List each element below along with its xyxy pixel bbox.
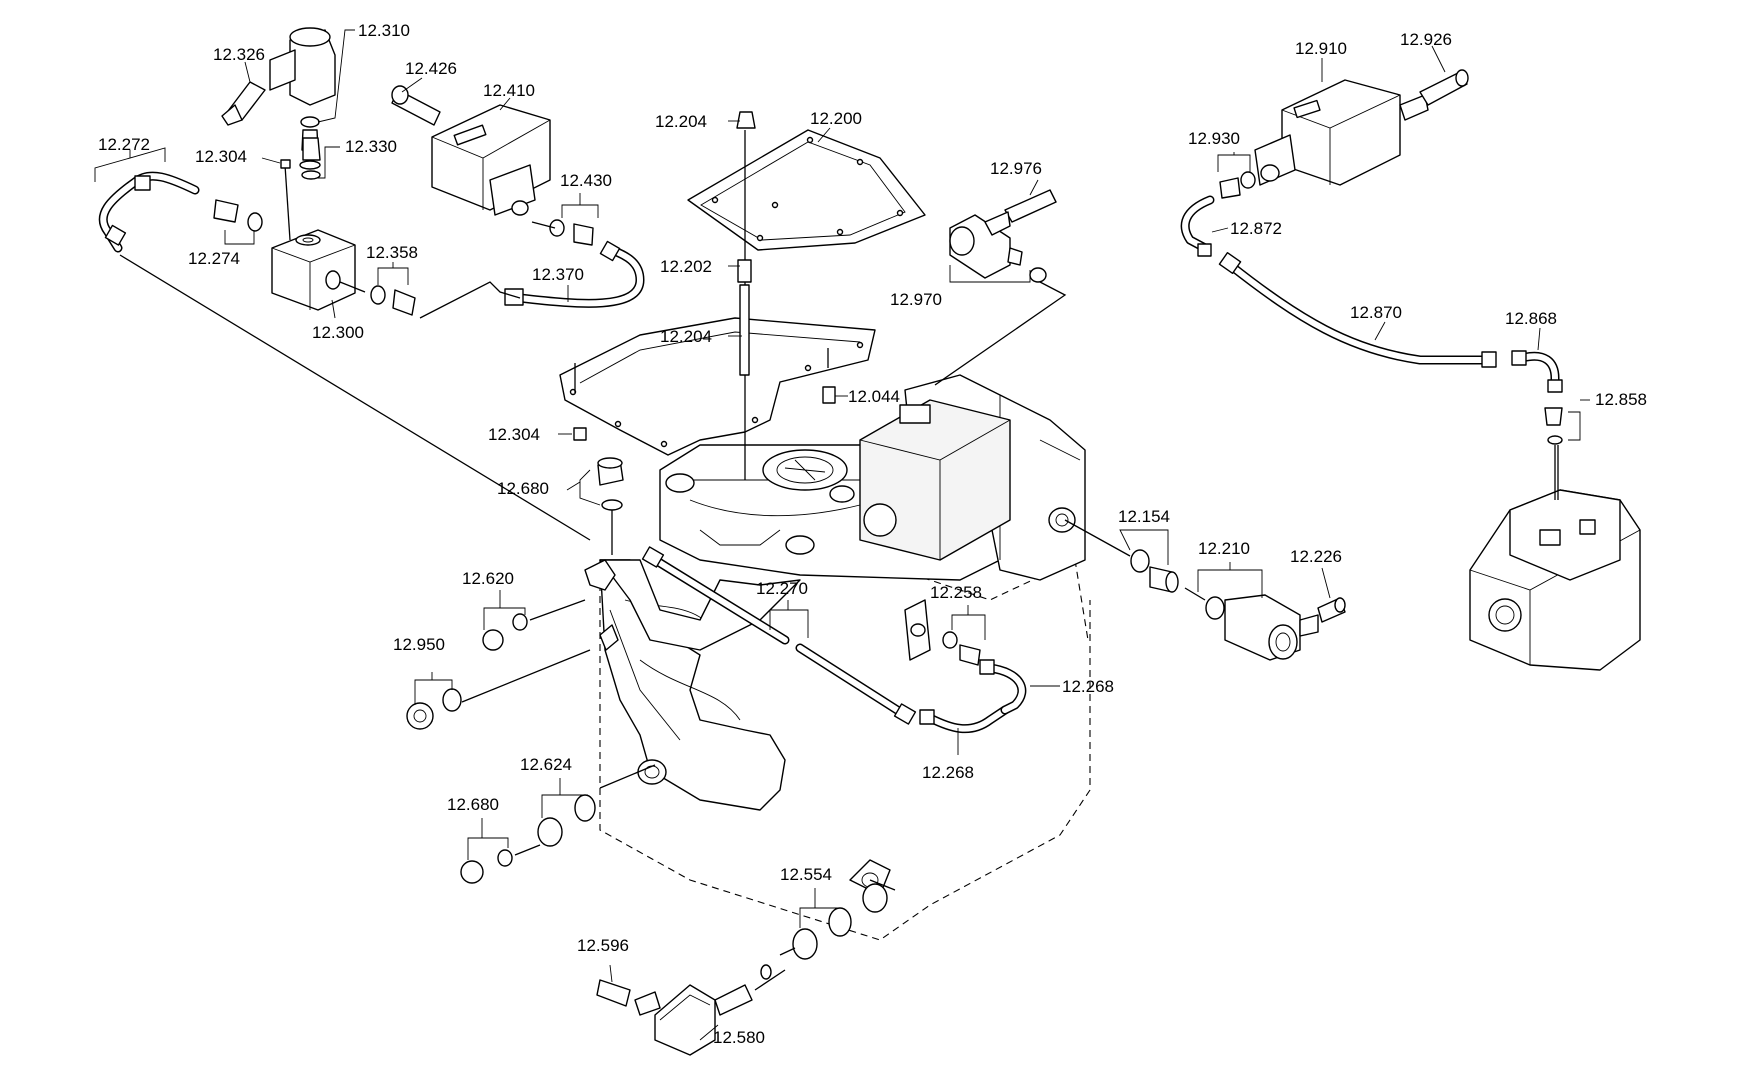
callout-12-304-a: 12.304 bbox=[195, 147, 247, 166]
assembly-lines bbox=[119, 221, 1559, 991]
fitting-12-154 bbox=[1130, 549, 1179, 593]
callout-12-326: 12.326 bbox=[213, 45, 265, 64]
plug-12-926 bbox=[1419, 69, 1469, 106]
pipe-12-868 bbox=[1511, 350, 1563, 393]
fitting-12-858 bbox=[1544, 407, 1563, 445]
callout-12-410: 12.410 bbox=[483, 81, 535, 100]
callout-12-624: 12.624 bbox=[520, 755, 572, 774]
callout-12-926: 12.926 bbox=[1400, 30, 1452, 49]
fitting-12-330 bbox=[301, 137, 321, 180]
pipe-12-870 bbox=[1218, 251, 1497, 368]
callout-12-268-b: 12.268 bbox=[922, 763, 974, 782]
callout-12-950: 12.950 bbox=[393, 635, 445, 654]
sensor-12-580 bbox=[634, 964, 772, 1056]
callout-12-330: 12.330 bbox=[345, 137, 397, 156]
callout-12-272: 12.272 bbox=[98, 135, 150, 154]
callout-12-596: 12.596 bbox=[577, 936, 629, 955]
callout-12-970: 12.970 bbox=[890, 290, 942, 309]
callout-12-872: 12.872 bbox=[1230, 219, 1282, 238]
plug-12-426 bbox=[391, 85, 441, 126]
plug-12-226 bbox=[1317, 597, 1346, 623]
callout-12-258: 12.258 bbox=[930, 583, 982, 602]
callout-12-870: 12.870 bbox=[1350, 303, 1402, 322]
callout-12-620: 12.620 bbox=[462, 569, 514, 588]
callout-12-868: 12.868 bbox=[1505, 309, 1557, 328]
callout-12-274: 12.274 bbox=[188, 249, 240, 268]
callout-12-204-b: 12.204 bbox=[660, 327, 712, 346]
callout-12-910: 12.910 bbox=[1295, 39, 1347, 58]
pipe-12-872 bbox=[1180, 195, 1215, 257]
plug-12-680-bottom bbox=[460, 849, 513, 884]
callout-12-200: 12.200 bbox=[810, 109, 862, 128]
fitting-12-430 bbox=[549, 219, 594, 246]
plug-12-624 bbox=[537, 794, 596, 847]
fitting-12-274 bbox=[213, 199, 263, 232]
callout-12-930: 12.930 bbox=[1188, 129, 1240, 148]
fitting-12-258 bbox=[942, 631, 981, 666]
callout-12-304-b: 12.304 bbox=[488, 425, 540, 444]
callout-12-580: 12.580 bbox=[713, 1028, 765, 1047]
gasket-plate bbox=[559, 317, 876, 456]
fitting-12-554 bbox=[792, 883, 888, 960]
sensor-12-210 bbox=[1205, 594, 1319, 661]
plug-12-596 bbox=[596, 979, 631, 1007]
plug-12-976 bbox=[984, 189, 1057, 236]
pipe-12-268 bbox=[919, 659, 1027, 734]
callout-12-976: 12.976 bbox=[990, 159, 1042, 178]
valve-box-12-910 bbox=[1254, 79, 1429, 186]
valve-box-12-410 bbox=[431, 104, 551, 216]
callout-leaders bbox=[94, 29, 1590, 1041]
callout-12-268-a: 12.268 bbox=[1062, 677, 1114, 696]
callout-12-310: 12.310 bbox=[358, 21, 410, 40]
fitting-12-930 bbox=[1219, 171, 1256, 199]
callout-12-226: 12.226 bbox=[1290, 547, 1342, 566]
pipe-12-272 bbox=[98, 171, 200, 253]
stud-12-204 bbox=[573, 111, 836, 480]
gearbox-right bbox=[1469, 445, 1641, 671]
pipe-12-270 bbox=[641, 546, 917, 725]
fitting-12-358 bbox=[370, 285, 416, 316]
callout-12-202: 12.202 bbox=[660, 257, 712, 276]
callout-labels: 12.310 12.326 12.426 12.410 12.272 12.30… bbox=[98, 21, 1647, 1047]
callout-12-858: 12.858 bbox=[1595, 390, 1647, 409]
callout-12-358: 12.358 bbox=[366, 243, 418, 262]
plug-12-950 bbox=[406, 688, 462, 730]
pipe-12-370 bbox=[504, 240, 645, 308]
callout-12-680-b: 12.680 bbox=[447, 795, 499, 814]
callout-12-554: 12.554 bbox=[780, 865, 832, 884]
callout-12-426: 12.426 bbox=[405, 59, 457, 78]
callout-12-210: 12.210 bbox=[1198, 539, 1250, 558]
plug-12-620 bbox=[482, 613, 528, 651]
valve-block-12-300 bbox=[271, 159, 356, 311]
cover-plate-12-200 bbox=[687, 129, 926, 251]
callout-12-680-a: 12.680 bbox=[497, 479, 549, 498]
callout-12-044: 12.044 bbox=[848, 387, 900, 406]
callout-12-204-a: 12.204 bbox=[655, 112, 707, 131]
callout-12-370: 12.370 bbox=[532, 265, 584, 284]
connector-12-326 bbox=[221, 81, 266, 126]
callout-12-270: 12.270 bbox=[756, 579, 808, 598]
callout-12-154: 12.154 bbox=[1118, 507, 1170, 526]
callout-12-430: 12.430 bbox=[560, 171, 612, 190]
plug-12-680-top bbox=[597, 457, 624, 511]
callout-12-300: 12.300 bbox=[312, 323, 364, 342]
transmission-housing bbox=[584, 374, 1091, 941]
